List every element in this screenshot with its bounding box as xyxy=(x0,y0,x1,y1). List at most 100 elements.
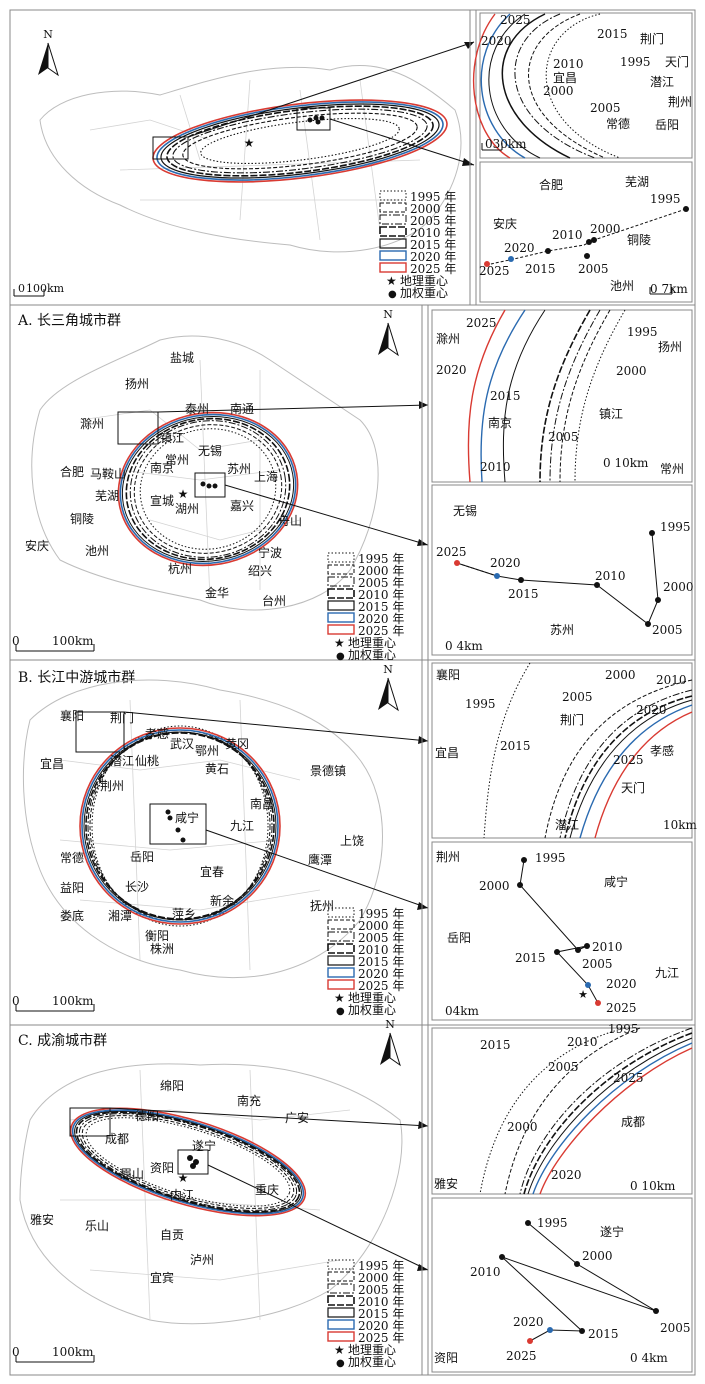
legend-swatch xyxy=(327,564,355,575)
legend-label: 2020 年 xyxy=(358,1319,404,1333)
zoom-label: 2015 xyxy=(500,739,531,753)
zoom-scale: 04km xyxy=(445,1004,480,1018)
svg-text:B. 长江中游城市群: B. 长江中游城市群 xyxy=(18,669,135,686)
city-label: 武汉 xyxy=(170,737,194,751)
zoom-label: 2000 xyxy=(590,222,621,236)
zoom-label: 1995 xyxy=(620,55,651,69)
zoom-label: 潜江 xyxy=(555,818,579,832)
legend-star-icon: ★ xyxy=(334,991,345,1005)
zoom-label: 2010 xyxy=(567,1035,598,1049)
city-label: 南京 xyxy=(150,460,174,475)
zoom-label: 2000 xyxy=(507,1120,538,1134)
zoom-label: 2025 xyxy=(613,1071,644,1085)
zoom-label: 2015 xyxy=(597,27,628,41)
zoom-label: 荆门 xyxy=(640,31,664,46)
city-label: 株洲 xyxy=(150,941,174,956)
city-label: 荆州 xyxy=(100,779,124,793)
zoom1-arcs xyxy=(472,13,621,159)
city-labels-c: 绵阳南充德阳广安成都遂宁眉山资阳雅安乐山内江重庆自贡泸州宜宾 xyxy=(30,1079,309,1285)
zoom-scale: 0 10km xyxy=(630,1179,676,1193)
region-subdivisions xyxy=(89,79,421,241)
zoom-label: 2010 xyxy=(595,569,626,583)
zoom-label: 2000 xyxy=(479,879,510,893)
legend-label: 2005 年 xyxy=(358,931,404,945)
svg-text:0: 0 xyxy=(12,634,20,648)
svg-text:0: 0 xyxy=(12,994,20,1008)
legend-weighted-center: 加权重心 xyxy=(348,648,396,662)
svg-text:★: ★ xyxy=(578,988,588,1001)
zoom-label: 2025 xyxy=(606,1001,637,1015)
zoom-label: 天门 xyxy=(621,780,645,795)
zoom-label: 2000 xyxy=(543,84,574,98)
north-arrow-a: N xyxy=(377,308,399,356)
zoom-label: 2005 xyxy=(548,1060,579,1074)
zoom-label: 2000 xyxy=(605,668,636,682)
legend-star-icon: ★ xyxy=(386,274,397,288)
zoom-label: 2005 xyxy=(652,623,683,637)
zoom-label: 2020 xyxy=(436,363,467,377)
zoom-label: 2015 xyxy=(588,1327,619,1341)
north-arrow: N xyxy=(37,28,59,76)
scale-label: 100km xyxy=(26,282,65,295)
city-label: 鄂州 xyxy=(195,744,219,758)
zoom-label: 2010 xyxy=(552,228,583,242)
zoom-label: 2010 xyxy=(553,57,584,71)
city-label: 安庆 xyxy=(25,538,49,553)
zoom-label: 常州 xyxy=(660,462,684,476)
zoom-label: 2005 xyxy=(660,1321,691,1335)
zoom-label: 2010 xyxy=(470,1265,501,1279)
zoom-label: 南京 xyxy=(488,415,512,430)
legend-swatch xyxy=(327,979,355,990)
legend-label: 2020 年 xyxy=(358,612,404,626)
legend-weighted-center: 加权重心 xyxy=(400,286,448,300)
city-label: 无锡 xyxy=(198,443,222,458)
panel-a-title: A. 长三角城市群 xyxy=(17,312,121,329)
city-label: 雅安 xyxy=(30,1212,54,1227)
zoom-label: 荆门 xyxy=(560,712,584,727)
zoom-label: 2025 xyxy=(613,753,644,767)
zoom-label: 1995 xyxy=(650,192,681,206)
city-labels-b: 襄阳黄冈荆门宜昌孝感武汉潜江仙桃鄂州荆州黄石景德镇咸宁九江上饶常德岳阳南昌宜春鹰… xyxy=(40,708,364,956)
zoom-label: 铜陵 xyxy=(627,232,651,247)
svg-text:★: ★ xyxy=(244,136,255,150)
zoom-label: 1995 xyxy=(535,851,566,865)
zoom-label: 宜昌 xyxy=(435,745,459,760)
city-label: 舟山 xyxy=(278,514,302,528)
city-label: 荆门 xyxy=(110,710,134,725)
panel-a: A. 长三角城市群 ★ N 0 100km 盐城扬州泰州南通滁州镇江合肥马鞍山常… xyxy=(12,305,693,662)
city-label: 苏州 xyxy=(227,462,251,476)
city-label: 鹰潭 xyxy=(308,852,332,867)
legend-swatch xyxy=(327,1331,355,1342)
zoom-label: 咸宁 xyxy=(604,874,628,889)
city-label: 湖州 xyxy=(175,501,199,516)
legend-swatch xyxy=(327,1283,355,1294)
legend-label: 2000 年 xyxy=(358,564,404,578)
legend-dot-icon: ● xyxy=(336,651,345,662)
zoom-label: 无锡 xyxy=(453,503,477,518)
legend-swatch xyxy=(327,955,355,966)
panel-b: B. 长江中游城市群 N 0 100km 襄阳黄冈荆门宜昌孝感武汉潜江仙桃鄂州荆… xyxy=(12,660,693,1025)
legend-label: 2015 年 xyxy=(358,955,404,969)
legend-label: 1995 年 xyxy=(358,552,404,566)
zoom-label: 成都 xyxy=(621,1115,645,1129)
zoom-scale: 0 10km xyxy=(603,456,649,470)
legend-swatch xyxy=(327,943,355,954)
city-label: 咸宁 xyxy=(175,810,199,825)
city-label: 抚州 xyxy=(310,899,334,913)
zoom-label: 2025 xyxy=(436,545,467,559)
city-label: 遂宁 xyxy=(192,1138,216,1153)
legend-label: 2010 年 xyxy=(358,588,404,602)
city-label: 南昌 xyxy=(250,796,274,811)
zoom-label: 荆州 xyxy=(668,95,692,109)
legend-label: 1995 年 xyxy=(358,1259,404,1273)
city-label: 九江 xyxy=(230,819,254,833)
svg-text:N: N xyxy=(385,1018,395,1031)
zoom-label: 滁州 xyxy=(436,331,460,346)
zoom-label: 天门 xyxy=(665,54,689,69)
legend-swatch xyxy=(327,1295,355,1306)
zoom-label: 2005 xyxy=(582,957,613,971)
